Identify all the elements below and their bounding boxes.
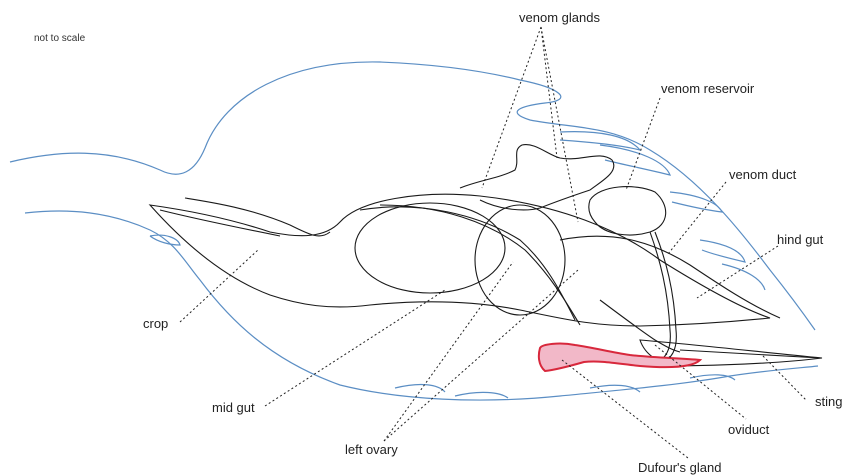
ovary-lobe — [475, 205, 565, 315]
leader-venom-glands-b — [541, 27, 557, 158]
hindgut-tube — [560, 236, 780, 318]
label-left-ovary: left ovary — [345, 443, 398, 456]
abdomen-fold-2 — [600, 145, 670, 175]
label-venom-duct: venom duct — [729, 168, 796, 181]
label-crop: crop — [143, 317, 168, 330]
label-venom-glands: venom glands — [519, 11, 600, 24]
organs — [150, 145, 822, 366]
leader-hind-gut — [697, 246, 778, 298]
not-to-scale-note: not to scale — [34, 34, 85, 44]
abdomen-fold-1 — [560, 132, 640, 150]
crop-inner — [160, 210, 280, 236]
leader-left-ovary-a — [384, 262, 513, 441]
leader-dufours-gland — [562, 360, 688, 458]
leader-crop — [180, 250, 258, 322]
leader-venom-reservoir — [626, 98, 660, 190]
venom-reservoir — [589, 187, 666, 235]
label-mid-gut: mid gut — [212, 401, 255, 414]
label-venom-reservoir: venom reservoir — [661, 82, 754, 95]
midgut-lobe — [355, 203, 505, 293]
leader-venom-glands-a — [482, 27, 541, 188]
leader-oviduct — [655, 345, 746, 419]
leader-sting — [763, 356, 806, 400]
label-dufours-gland: Dufour's gland — [638, 461, 721, 474]
venom-glands-tubule — [460, 145, 614, 210]
leader-venom-glands-c — [541, 27, 578, 222]
label-sting: sting — [815, 395, 842, 408]
foregut-tube — [185, 198, 330, 236]
sternite-fold-1 — [395, 385, 445, 392]
body-outline — [10, 62, 818, 400]
sternite-fold-2 — [455, 392, 508, 398]
ovariole-2 — [380, 205, 580, 325]
dufours-gland — [539, 344, 700, 371]
label-hind-gut: hind gut — [777, 233, 823, 246]
label-oviduct: oviduct — [728, 423, 769, 436]
crop-organ — [150, 194, 770, 326]
abdomen-fold-4 — [700, 240, 745, 262]
